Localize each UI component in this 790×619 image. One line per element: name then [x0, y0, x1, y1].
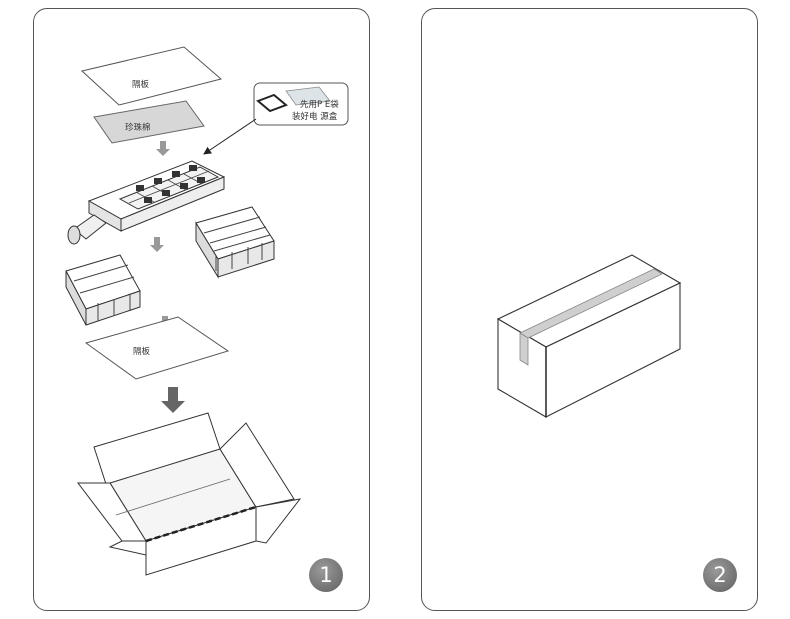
step-1-panel: 隔板 珍珠棉 先用P E袋 装好电 源盒 [33, 8, 370, 611]
top-partition-sheet: 隔板 [80, 46, 223, 106]
open-carton-box [76, 412, 302, 576]
bottom-partition-sheet: 隔板 [84, 316, 230, 380]
callout-line-1: 先用P E袋 [300, 99, 339, 110]
sealed-carton-box [496, 254, 682, 418]
step-2-panel: 2 [421, 8, 758, 611]
pearl-cotton-label: 珍珠棉 [125, 122, 151, 133]
foam-tray-right [195, 206, 275, 279]
down-arrow-small-2 [156, 141, 170, 156]
step-number-badge-1: 1 [309, 558, 343, 592]
top-partition-label: 隔板 [132, 79, 150, 90]
foam-tray-left [65, 254, 141, 326]
pearl-cotton-sheet: 珍珠棉 [93, 100, 205, 144]
callout-arrow [203, 118, 257, 155]
pe-bag-callout: 先用P E袋 装好电 源盒 [253, 82, 349, 126]
callout-line-2: 装好电 源盒 [292, 111, 338, 122]
sealed-carton-illustration [496, 254, 682, 418]
down-arrow-small-3 [150, 237, 164, 252]
step-number-badge-2: 2 [703, 558, 737, 592]
packing-step-1-illustration: 隔板 珍珠棉 先用P E袋 装好电 源盒 [65, 46, 349, 576]
down-arrow-large [161, 387, 185, 413]
street-light-fixture [67, 160, 226, 245]
bottom-partition-label: 隔板 [133, 346, 151, 357]
